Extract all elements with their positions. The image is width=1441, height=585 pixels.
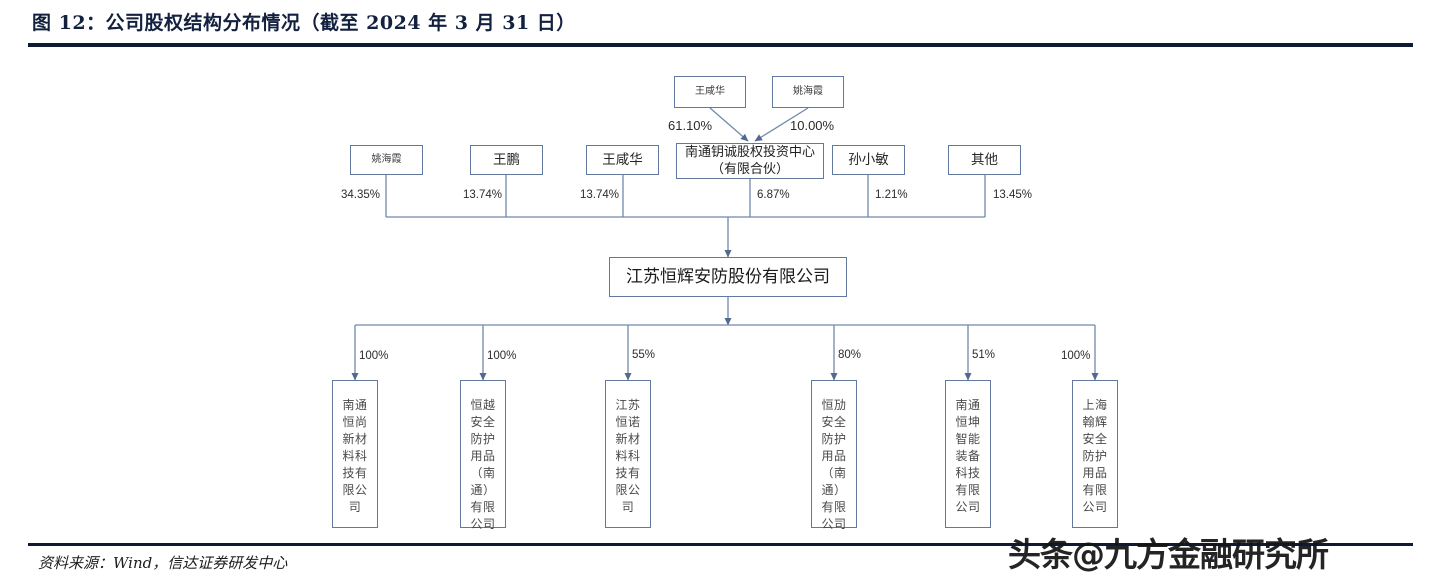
node-shareholder-sunxiaomin[interactable]: 孙小敏 <box>832 145 905 175</box>
node-label: 王咸华 <box>695 85 725 97</box>
pct-shareholder-yaohaixia: 34.35% <box>341 189 381 201</box>
pct-tier1-wangxianhua: 61.10% <box>668 118 713 133</box>
node-tier1-yaohaixia[interactable]: 姚海霞 <box>772 76 844 108</box>
org-chart-canvas: 王咸华 姚海霞 61.10% 10.00% 姚海霞 王鹏 王咸华 南通钥诚股权投… <box>0 48 1441 540</box>
node-label: 姚海霞 <box>371 153 402 165</box>
node-subsidiary-5[interactable]: 南通恒坤智能装备科技有限公司 <box>945 380 991 528</box>
node-label: 恒越安全防护用品（南通）有限公司 <box>470 398 496 532</box>
pct-shareholder-sunxiaomin: 1.21% <box>875 189 908 201</box>
pct-shareholder-others: 13.45% <box>993 189 1033 201</box>
pct-shareholder-partnership: 6.87% <box>757 189 790 201</box>
node-label: 其他 <box>971 152 998 168</box>
node-label: 王鹏 <box>493 152 520 168</box>
node-label: 姚海霞 <box>793 85 823 97</box>
pct-subsidiary-2: 100% <box>487 350 517 362</box>
watermark: 头条@九方金融研究所 <box>1008 535 1329 574</box>
title-divider <box>28 43 1413 47</box>
node-label: 南通恒坤智能装备科技有限公司 <box>955 398 981 515</box>
node-subsidiary-3[interactable]: 江苏恒诺新材料科技有限公司 <box>605 380 651 528</box>
node-label: 南通钥诚股权投资中心（有限合伙） <box>684 144 815 176</box>
node-label: 江苏恒辉安防股份有限公司 <box>626 267 830 287</box>
node-shareholder-partnership[interactable]: 南通钥诚股权投资中心（有限合伙） <box>676 143 824 179</box>
node-subsidiary-6[interactable]: 上海翰辉安全防护用品有限公司 <box>1072 380 1118 528</box>
node-main-company[interactable]: 江苏恒辉安防股份有限公司 <box>609 257 847 297</box>
pct-shareholder-wangxianhua: 13.74% <box>580 189 620 201</box>
pct-shareholder-wangpeng: 13.74% <box>463 189 503 201</box>
node-shareholder-wangpeng[interactable]: 王鹏 <box>470 145 543 175</box>
node-shareholder-yaohaixia[interactable]: 姚海霞 <box>350 145 423 175</box>
pct-subsidiary-5: 51% <box>972 349 996 361</box>
pct-subsidiary-1: 100% <box>359 350 389 362</box>
node-shareholder-others[interactable]: 其他 <box>948 145 1021 175</box>
node-shareholder-wangxianhua[interactable]: 王咸华 <box>586 145 659 175</box>
footer-divider <box>28 543 1413 546</box>
pct-subsidiary-3: 55% <box>632 349 656 361</box>
node-tier1-wangxianhua[interactable]: 王咸华 <box>674 76 746 108</box>
node-label: 南通恒尚新材料科技有限公司 <box>342 398 368 515</box>
node-label: 孙小敏 <box>848 152 889 168</box>
node-label: 王咸华 <box>602 152 643 168</box>
pct-subsidiary-4: 80% <box>838 349 862 361</box>
figure-source: 资料来源：Wind，信达证券研发中心 <box>38 554 288 572</box>
pct-tier1-yaohaixia: 10.00% <box>790 118 835 133</box>
node-subsidiary-2[interactable]: 恒越安全防护用品（南通）有限公司 <box>460 380 506 531</box>
node-label: 江苏恒诺新材料科技有限公司 <box>615 398 641 515</box>
node-subsidiary-1[interactable]: 南通恒尚新材料科技有限公司 <box>332 380 378 528</box>
figure-title: 图 12：公司股权结构分布情况（截至 2024 年 3 月 31 日） <box>32 12 576 34</box>
node-label: 恒劢安全防护用品（南通）有限公司 <box>821 398 847 532</box>
node-label: 上海翰辉安全防护用品有限公司 <box>1082 398 1108 515</box>
node-subsidiary-4[interactable]: 恒劢安全防护用品（南通）有限公司 <box>811 380 857 531</box>
pct-subsidiary-6: 100% <box>1061 350 1091 362</box>
